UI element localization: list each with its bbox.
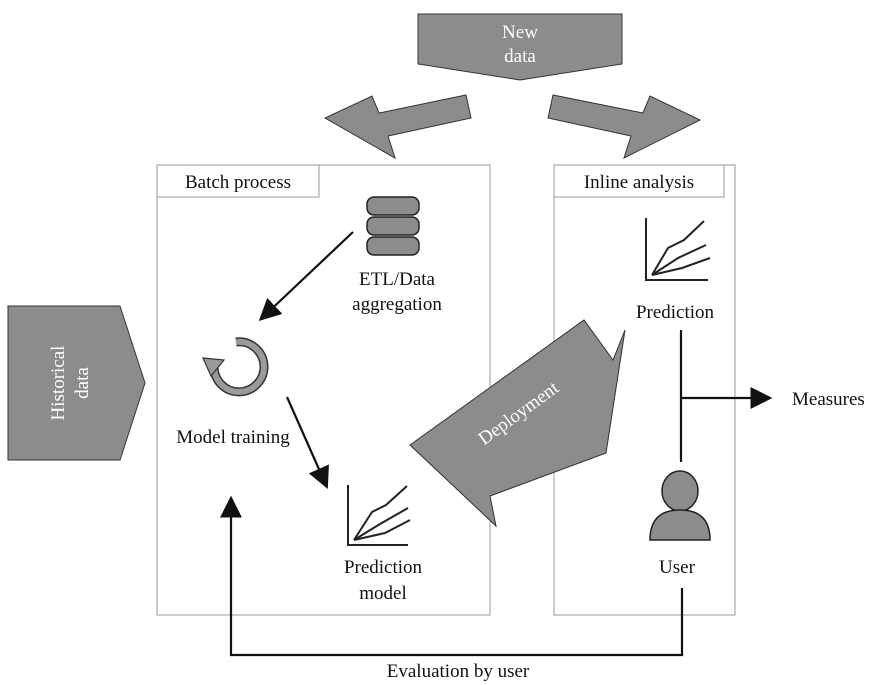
line-chart-icon [347,485,411,546]
refresh-cycle-icon [202,337,269,397]
arrow-to-inline [547,94,702,159]
arrow-etl-to-training [258,231,354,322]
evaluation-label: Evaluation by user [387,661,530,682]
model-training-label: Model training [176,427,290,448]
prediction-model-label-line2: model [359,583,407,604]
new-data-label-line1: New [502,22,538,43]
historical-data-label-line2: data [72,367,93,399]
batch-process-title: Batch process [185,172,291,193]
etl-label-line2: aggregation [352,294,442,315]
arrow-training-to-model [285,396,329,490]
inline-analysis-title: Inline analysis [584,172,694,193]
arrow-to-batch [323,94,472,160]
inline-analysis-tab [553,164,725,198]
line-chart-icon [645,218,711,281]
deployment-arrow: Deployment [409,319,626,528]
new-data-shape: New data [417,13,623,81]
historical-data-label-line1: Historical [48,346,69,421]
user-label: User [659,557,696,578]
batch-process-tab [156,164,320,198]
user-icon [649,470,711,541]
evaluation-feedback-line [220,495,684,657]
prediction-model-label-line1: Prediction [344,557,423,578]
database-icon [366,196,420,256]
new-data-label-line2: data [504,46,536,67]
etl-label-line1: ETL/Data [359,269,436,290]
prediction-label: Prediction [636,302,715,323]
measures-label: Measures [792,389,865,410]
historical-data-shape: Historical data [7,305,146,461]
batch-process-box [156,164,491,616]
